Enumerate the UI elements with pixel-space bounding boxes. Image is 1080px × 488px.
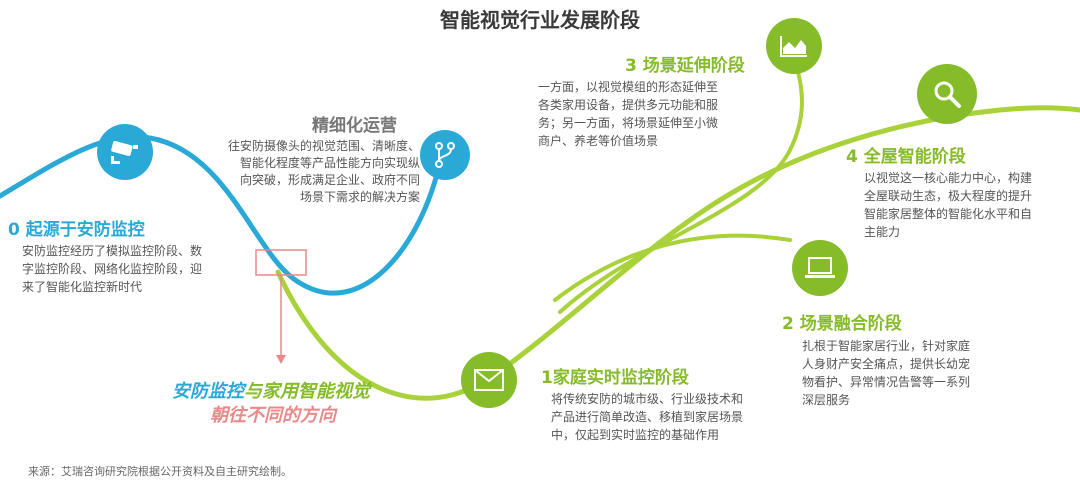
divergence-line2: 朝往不同的方向 — [210, 405, 336, 426]
stage0-description: 安防监控经历了模拟监控阶段、数 字监控阶段、网络化监控阶段，迎 来了智能化监控新… — [22, 242, 262, 296]
stage2-description: 扎根于智能家居行业，针对家庭 人身财产安全痛点，提供长幼宠 物看护、异常情况告警… — [802, 337, 1022, 409]
pink-arrow-head — [276, 355, 286, 364]
refine-description: 往安防摄像头的视觉范围、清晰度、 智能化程度等产品性能方向实现纵 向突破，形成满… — [200, 138, 420, 206]
desc-line: 务；另一方面，将场景延伸至小微 — [538, 116, 719, 130]
desc-line: 一方面，以视觉模组的形态延伸至 — [538, 80, 719, 94]
desc-line: 各类家用设备，提供多元功能和服 — [538, 98, 719, 112]
desc-line: 场景下需求的解决方案 — [299, 190, 420, 204]
blue-security-curve — [0, 134, 443, 296]
stage0-title: 0 起源于安防监控 — [8, 220, 145, 240]
laptop-icon — [792, 240, 848, 296]
cctv-camera-icon — [97, 124, 153, 180]
desc-line: 人身财产安全痛点，提供长幼宠 — [802, 357, 971, 371]
divergence-line1: 安防监控与家用智能视觉 — [172, 377, 370, 403]
desc-line: 往安防摄像头的视觉范围、清晰度、 — [227, 139, 420, 153]
desc-line: 安防监控经历了模拟监控阶段、数 — [22, 244, 203, 258]
mail-icon — [461, 352, 517, 408]
desc-line: 扎根于智能家居行业，针对家庭 — [802, 339, 971, 353]
magnifier-icon — [917, 64, 977, 124]
divergence-security: 安防监控 — [172, 381, 244, 402]
desc-line: 主能力 — [864, 225, 901, 239]
desc-line: 产品进行简单改造、移植到家居场景 — [551, 410, 744, 424]
refine-title: 精细化运营 — [312, 116, 397, 136]
green-branch-stage2 — [553, 233, 792, 302]
desc-line: 字监控阶段、网络化监控阶段，迎 — [22, 262, 203, 276]
source-note: 来源：艾瑞咨询研究院根据公开资料及自主研究绘制。 — [28, 465, 292, 478]
divergence-home: 与家用智能视觉 — [244, 381, 370, 402]
desc-line: 商户、养老等价值场景 — [538, 134, 659, 148]
green-branch-stage3 — [558, 58, 804, 314]
desc-line: 智能家居整体的智能化水平和自 — [864, 207, 1033, 221]
stage2-title: 2 场景融合阶段 — [782, 314, 902, 334]
desc-line: 将传统安防的城市级、行业级技术和 — [551, 392, 744, 406]
green-main-curve — [275, 105, 1080, 401]
desc-line: 来了智能化监控新时代 — [22, 280, 143, 294]
area-chart-icon — [766, 18, 822, 74]
desc-line: 全屋联动生态，极大程度的提升 — [864, 189, 1033, 203]
desc-line: 智能化程度等产品性能方向实现纵 — [239, 156, 420, 170]
branch-icon — [420, 130, 470, 180]
divergence-highlight-box — [255, 249, 307, 276]
desc-line: 向突破，形成满足企业、政府不同 — [239, 173, 420, 187]
desc-line: 中，仅起到实时监控的基础作用 — [551, 428, 720, 442]
stage3-description: 一方面，以视觉模组的形态延伸至 各类家用设备，提供多元功能和服 务；另一方面，将… — [538, 78, 763, 150]
stage3-title: 3 场景延伸阶段 — [625, 56, 745, 76]
desc-line: 深层服务 — [802, 393, 851, 407]
desc-line: 以视觉这一核心能力中心，构建 — [864, 171, 1033, 185]
stage1-description: 将传统安防的城市级、行业级技术和 产品进行简单改造、移植到家居场景 中，仅起到实… — [551, 390, 801, 444]
stage1-title: 1家庭实时监控阶段 — [541, 368, 689, 388]
stage4-title: 4 全屋智能阶段 — [846, 147, 966, 167]
page-title: 智能视觉行业发展阶段 — [440, 8, 640, 32]
desc-line: 物看护、异常情况告警等一系列 — [802, 375, 971, 389]
stage4-description: 以视觉这一核心能力中心，构建 全屋联动生态，极大程度的提升 智能家居整体的智能化… — [864, 169, 1079, 241]
